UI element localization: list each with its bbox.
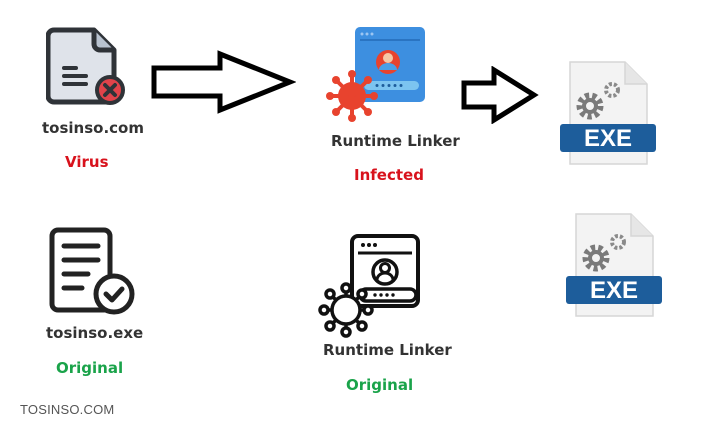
runtime-linker-infected-icon bbox=[322, 24, 432, 124]
original-document-icon bbox=[48, 226, 140, 318]
right-arrow-icon bbox=[150, 50, 296, 114]
original-file-status-label: Original bbox=[56, 359, 124, 377]
original-file-name: tosinso.exe bbox=[46, 324, 144, 342]
virus-document-icon bbox=[46, 24, 130, 108]
exe-file-icon: EXE bbox=[566, 210, 666, 320]
runtime-linker-original-icon bbox=[318, 232, 426, 340]
runtime-linker-infected-label: Runtime Linker bbox=[331, 132, 460, 150]
exe-badge-text: EXE bbox=[590, 277, 638, 304]
right-arrow-icon bbox=[460, 66, 542, 124]
virus-status-label: Virus bbox=[65, 153, 109, 171]
runtime-linker-original-label: Runtime Linker bbox=[323, 341, 452, 359]
virus-file-name: tosinso.com bbox=[42, 119, 144, 137]
watermark: TOSINSO.COM bbox=[20, 402, 115, 417]
original-linker-status-label: Original bbox=[346, 376, 414, 394]
exe-file-icon: EXE bbox=[560, 58, 660, 168]
infected-status-label: Infected bbox=[354, 166, 424, 184]
exe-badge-text: EXE bbox=[584, 125, 632, 152]
